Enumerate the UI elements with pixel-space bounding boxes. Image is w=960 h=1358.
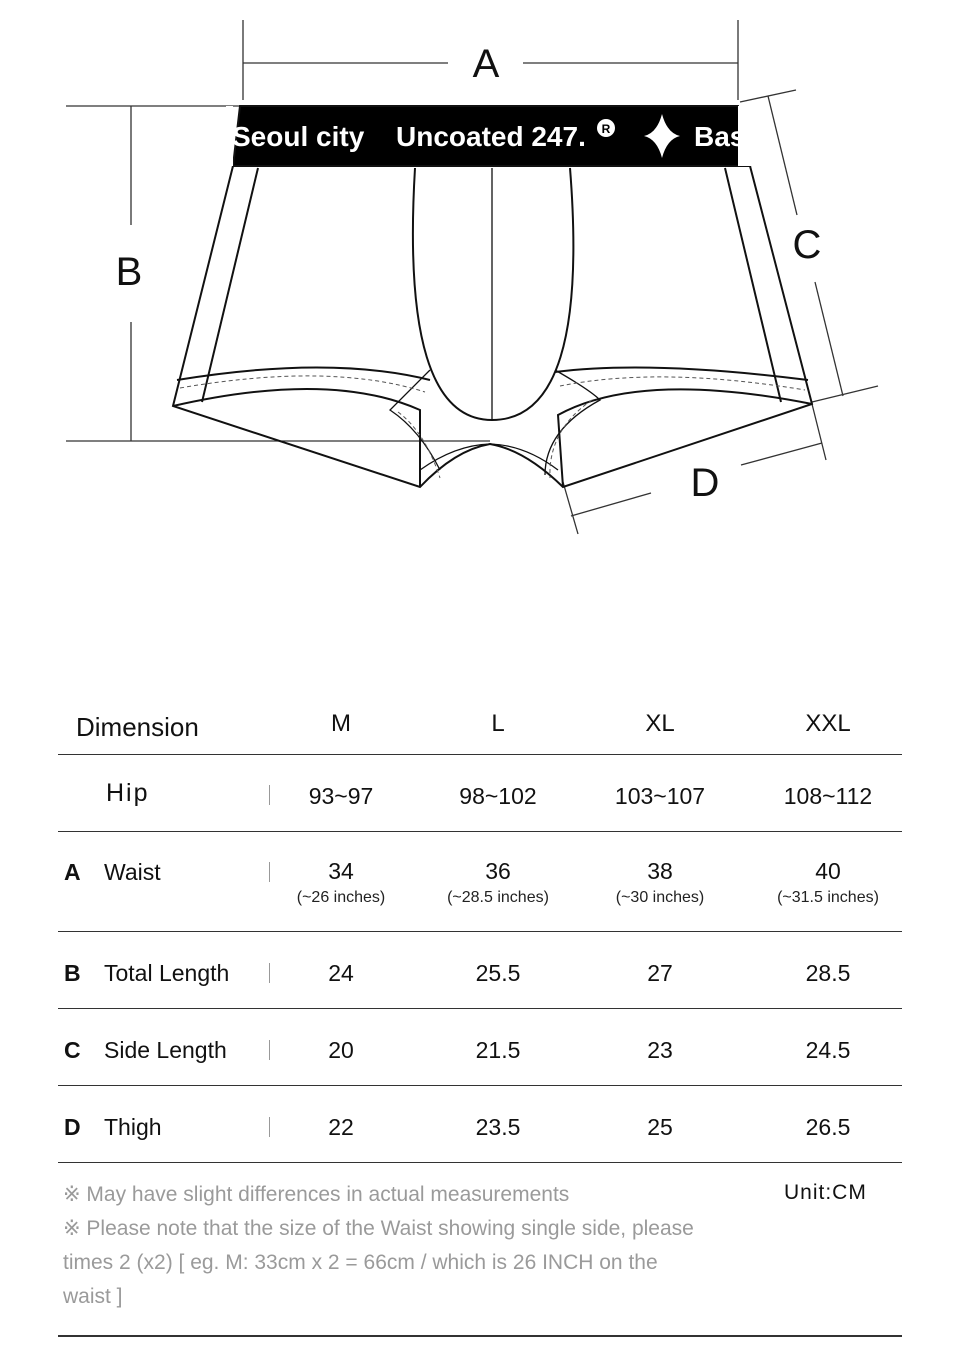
row-letter: D — [64, 1114, 81, 1140]
header-size-xl: XL — [645, 710, 675, 737]
left-gusset-stitch — [397, 411, 441, 479]
dim-c-line-top — [767, 95, 798, 216]
cell-l: 98~102 — [459, 783, 537, 809]
right-hem-stitch — [559, 376, 806, 391]
band-text-1: Seoul city — [232, 121, 365, 152]
note-measurement-difference: ※ May have slight differences in actual … — [63, 1183, 570, 1206]
row-label: Total Length — [104, 960, 230, 986]
cell-xxl-inches: (~31.5 inches) — [777, 889, 879, 906]
cell-xxl: 28.5 — [805, 960, 851, 986]
registered-mark-letter: R — [602, 122, 611, 136]
row-label: Side Length — [104, 1037, 227, 1063]
cell-l: 23.5 — [475, 1114, 521, 1140]
header-dimension: Dimension — [76, 712, 199, 742]
dim-d-right-guide — [811, 403, 827, 461]
row-separator — [269, 1117, 270, 1137]
dim-d-line-left — [570, 492, 652, 517]
cell-xxl: 40 — [815, 858, 841, 884]
dim-c-line-bottom — [814, 281, 844, 397]
left-hem-stitch — [179, 375, 426, 393]
cell-xl: 27 — [647, 960, 673, 986]
left-side-seam — [201, 167, 259, 403]
cell-m: 22 — [328, 1114, 354, 1140]
band-clip — [738, 106, 752, 166]
dim-d-line-right — [740, 442, 823, 466]
cell-l: 36 — [485, 858, 511, 884]
table-row-waist: A Waist 34(~26 inches) 36(~28.5 inches) … — [58, 832, 902, 932]
row-letter: A — [64, 859, 81, 885]
left-leg-hem — [176, 366, 431, 381]
cell-m: 34 — [328, 858, 354, 884]
cell-xxl: 26.5 — [805, 1114, 851, 1140]
row-letter: B — [64, 960, 81, 986]
table-row-hip: Hip 93~97 98~102 103~107 108~112 — [58, 755, 902, 832]
row-separator — [269, 785, 270, 805]
table-row-side-length: C Side Length 20 21.5 23 24.5 — [58, 1009, 902, 1086]
right-side-seam — [724, 167, 782, 403]
cell-xl: 103~107 — [614, 783, 706, 809]
notes: ※ May have slight differences in actual … — [63, 1178, 703, 1314]
cell-m: 24 — [328, 960, 354, 986]
cell-xxl: 24.5 — [805, 1037, 851, 1063]
dim-a-label: A — [473, 42, 500, 86]
right-leg-opening — [556, 388, 813, 488]
cell-l: 21.5 — [475, 1037, 521, 1063]
size-table: Dimension M L XL XXL Hip 93~97 98~102 10… — [58, 690, 902, 1163]
sparkle-icon — [644, 114, 680, 158]
cell-l: 25.5 — [475, 960, 521, 986]
dim-b-label: B — [116, 250, 143, 294]
header-size-xxl: XXL — [805, 710, 851, 737]
row-separator — [269, 963, 270, 983]
cell-xl: 25 — [647, 1114, 673, 1140]
cell-xl: 23 — [647, 1037, 673, 1063]
row-separator — [269, 862, 270, 882]
right-gusset-stitch — [549, 399, 593, 479]
cell-m-inches: (~26 inches) — [296, 889, 386, 906]
cell-m: 20 — [328, 1037, 354, 1063]
band-text-2: Uncoated 247. — [396, 121, 586, 152]
crotch-curve — [419, 443, 559, 471]
cell-xxl: 108~112 — [783, 783, 873, 809]
dim-c-label: C — [793, 223, 822, 267]
right-gusset — [544, 369, 602, 476]
bottom-divider — [58, 1335, 902, 1337]
dim-c-bottom-guide — [811, 385, 879, 403]
row-label: Waist — [104, 859, 161, 885]
table-row-thigh: D Thigh 22 23.5 25 26.5 — [58, 1086, 902, 1163]
table-header: Dimension M L XL XXL — [58, 690, 902, 755]
band-clip-left — [226, 106, 233, 166]
cell-m: 93~97 — [308, 783, 374, 809]
band-text-3: Bas — [694, 121, 745, 152]
left-gusset — [388, 369, 441, 471]
left-leg-opening — [172, 388, 421, 487]
header-size-m: M — [331, 710, 351, 737]
row-label: Hip — [106, 779, 150, 807]
dim-d-label: D — [691, 461, 720, 505]
dim-d-left-guide — [562, 481, 579, 535]
size-diagram: Seoul city Uncoated 247. R Bas A B C D — [66, 20, 879, 535]
row-label: Thigh — [104, 1114, 162, 1140]
cell-xl: 38 — [647, 858, 673, 884]
note-waist-single-side: ※ Please note that the size of the Waist… — [63, 1217, 694, 1308]
row-letter: C — [64, 1037, 81, 1063]
unit-label: Unit:CM — [784, 1181, 867, 1204]
table-row-total-length: B Total Length 24 25.5 27 28.5 — [58, 932, 902, 1009]
registered-mark — [597, 119, 615, 137]
cell-xl-inches: (~30 inches) — [615, 889, 705, 906]
header-size-l: L — [491, 710, 505, 737]
front-pouch — [411, 167, 575, 422]
right-leg-hem — [554, 366, 809, 381]
cell-l-inches: (~28.5 inches) — [447, 889, 549, 906]
row-separator — [269, 1040, 270, 1060]
